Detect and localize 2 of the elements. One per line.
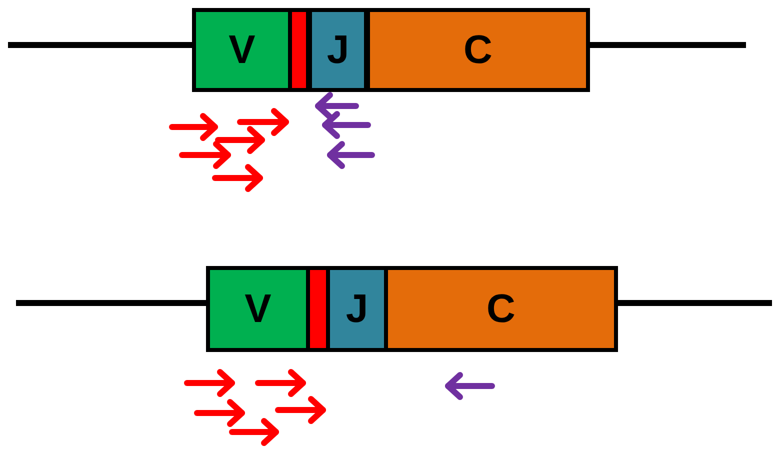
gene-segment-box: J [308, 8, 368, 92]
gene-segment-box: C [366, 8, 590, 92]
